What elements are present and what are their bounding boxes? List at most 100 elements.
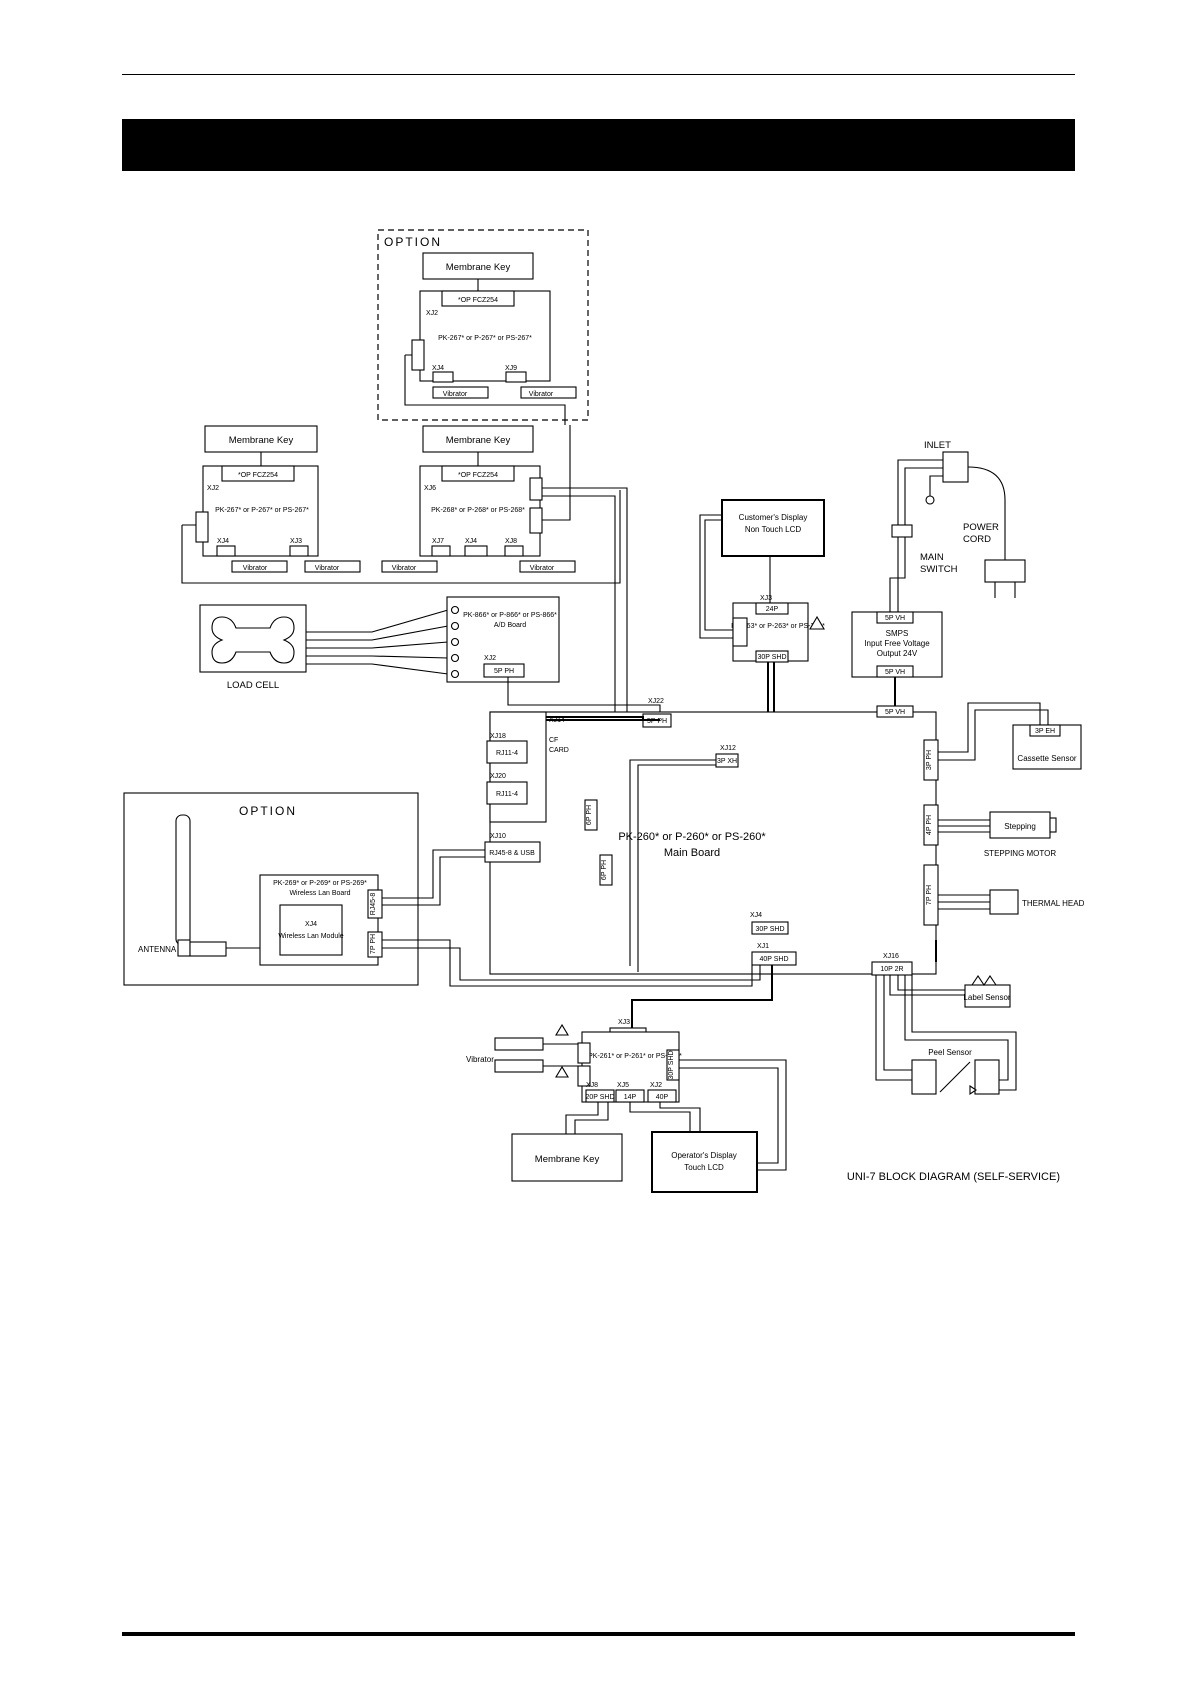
svg-text:PK-263* or P-263* or PS-263*: PK-263* or P-263* or PS-263* (731, 623, 825, 630)
svg-text:SMPS: SMPS (886, 629, 909, 638)
svg-text:XJ22: XJ22 (648, 698, 664, 705)
svg-text:RJ11-4: RJ11-4 (496, 791, 518, 798)
svg-text:7P PH: 7P PH (926, 885, 933, 905)
stepping-motor (989, 811, 1051, 839)
svg-text:Main Board: Main Board (664, 847, 720, 859)
svg-text:Customer's Display: Customer's Display (739, 513, 808, 522)
operator-board-group: XJ3 40P SHD PK-261* or P-261* or PS-261*… (466, 965, 787, 1193)
vibrator-opt-1 (432, 386, 489, 399)
svg-text:10P 2R: 10P 2R (880, 966, 903, 973)
main-board (489, 711, 937, 975)
svg-text:5P PH: 5P PH (647, 718, 667, 725)
vibrator-motor-2 (494, 1059, 544, 1073)
label-sensor (964, 984, 1011, 1008)
svg-text:INLET: INLET (924, 440, 951, 451)
svg-text:XJ12: XJ12 (720, 745, 736, 752)
svg-text:Wireless Lan Board: Wireless Lan Board (289, 890, 350, 897)
svg-text:Membrane Key: Membrane Key (446, 435, 511, 446)
svg-text:RJ11-4: RJ11-4 (496, 750, 518, 757)
svg-text:Peel Sensor: Peel Sensor (928, 1048, 972, 1057)
membrane-key-box-mid (422, 425, 534, 453)
membrane-key-label-opt: Membrane Key (446, 262, 511, 273)
svg-text:MAIN: MAIN (920, 552, 944, 563)
svg-text:Vibrator: Vibrator (529, 391, 554, 398)
svg-text:*OP FCZ254: *OP FCZ254 (458, 472, 498, 479)
svg-text:XJ4: XJ4 (750, 912, 762, 919)
svg-text:CORD: CORD (963, 534, 991, 545)
option-dashed-frame (377, 229, 589, 421)
svg-text:30P SHD: 30P SHD (757, 654, 786, 661)
bottom-rule (122, 1632, 1075, 1636)
membrane-key-box-left (204, 425, 318, 453)
svg-text:XJ9: XJ9 (505, 365, 517, 372)
svg-text:XJ2: XJ2 (207, 485, 219, 492)
svg-text:CF: CF (549, 737, 558, 744)
svg-text:30P SHD: 30P SHD (755, 926, 784, 933)
svg-text:XJ10: XJ10 (490, 833, 506, 840)
option-key-board-group: OPTION Membrane Key *OP FCZ254 XJ2 PK-26… (377, 229, 589, 425)
main-board-model: PK-260* or P-260* or PS-260* (618, 831, 766, 843)
top-rule (122, 74, 1075, 75)
svg-text:STEPPING MOTOR: STEPPING MOTOR (984, 849, 1057, 858)
svg-text:Vibrator: Vibrator (443, 391, 468, 398)
svg-text:Touch LCD: Touch LCD (684, 1163, 724, 1172)
svg-text:5P VH: 5P VH (885, 709, 905, 716)
svg-text:Vibrator: Vibrator (392, 565, 417, 572)
svg-text:*OP FCZ254: *OP FCZ254 (238, 472, 278, 479)
key-board-mid-group: Membrane Key *OP FCZ254 XJ6 PK-268* or P… (381, 425, 628, 881)
inlet-icon (942, 451, 969, 483)
svg-text:XJ4: XJ4 (217, 538, 229, 545)
svg-text:Label Sensor: Label Sensor (963, 993, 1010, 1002)
membrane-key-box-opt (422, 252, 534, 280)
thermal-head (989, 889, 1019, 915)
svg-text:XJ1: XJ1 (757, 943, 769, 950)
svg-text:XJ3: XJ3 (290, 538, 302, 545)
warning-icon (809, 615, 825, 630)
cf-card-area (489, 711, 547, 823)
svg-text:5P PH: 5P PH (494, 668, 514, 675)
svg-text:XJ4: XJ4 (305, 921, 317, 928)
svg-text:XJ18: XJ18 (490, 733, 506, 740)
svg-text:5P VH: 5P VH (885, 669, 905, 676)
svg-text:POWER: POWER (963, 522, 999, 533)
svg-text:20P SHD: 20P SHD (585, 1094, 614, 1101)
svg-text:7P PH: 7P PH (370, 934, 377, 954)
wlan-option-group: OPTION ANTENNA PK-269* or P-269* or PS-2… (123, 792, 761, 987)
header-bar (122, 119, 1075, 171)
svg-text:XJ2: XJ2 (650, 1082, 662, 1089)
svg-text:RJ45-8: RJ45-8 (370, 893, 377, 916)
svg-text:3P XH: 3P XH (717, 758, 737, 765)
svg-text:40P SHD: 40P SHD (759, 956, 788, 963)
svg-text:XJ3: XJ3 (618, 1019, 630, 1026)
svg-text:XJ2: XJ2 (484, 655, 496, 662)
peripherals-group: 3P EH Cassette Sensor Stepping STEPPING … (875, 702, 1085, 1096)
customer-display-group: Customer's Display Non Touch LCD XJ3 24P… (699, 499, 825, 930)
svg-text:XJ20: XJ20 (490, 773, 506, 780)
svg-text:3P EH: 3P EH (1035, 728, 1055, 735)
svg-text:Stepping: Stepping (1004, 822, 1036, 831)
svg-text:XJ8: XJ8 (505, 538, 517, 545)
svg-text:ANTENNA: ANTENNA (138, 945, 177, 954)
svg-text:XJ6: XJ6 (424, 485, 436, 492)
svg-text:5P VH: 5P VH (885, 615, 905, 622)
svg-text:PK-866* or P-866* or PS-866*: PK-866* or P-866* or PS-866* (463, 612, 557, 619)
wlan-module (279, 904, 343, 956)
membrane-key-bottom (511, 1133, 623, 1182)
vibrator-motor-1 (494, 1037, 544, 1051)
svg-text:PK-268* or P-268* or PS-268*: PK-268* or P-268* or PS-268* (431, 507, 525, 514)
svg-text:14P: 14P (624, 1094, 637, 1101)
svg-text:Membrane Key: Membrane Key (229, 435, 294, 446)
svg-text:PK-269* or P-269* or PS-269*: PK-269* or P-269* or PS-269* (273, 880, 367, 887)
svg-text:Operator's Display: Operator's Display (671, 1151, 737, 1160)
svg-text:Output 24V: Output 24V (877, 649, 918, 658)
power-group: INLET POWER CORD MAIN SWITCH 5P VH SMPS … (851, 440, 1026, 706)
antenna-connector (189, 941, 227, 957)
fc-conn-opt (441, 290, 515, 307)
svg-text:SWITCH: SWITCH (920, 564, 958, 575)
peel-sensor-tx (911, 1059, 937, 1095)
svg-text:PK-261* or P-261* or PS-261*: PK-261* or P-261* or PS-261* (588, 1053, 682, 1060)
svg-text:24P: 24P (766, 606, 779, 613)
svg-text:30P SHD: 30P SHD (668, 1050, 675, 1079)
svg-text:XJ2: XJ2 (426, 310, 438, 317)
diagram-title: UNI-7 BLOCK DIAGRAM (SELF-SERVICE) (847, 1171, 1060, 1183)
